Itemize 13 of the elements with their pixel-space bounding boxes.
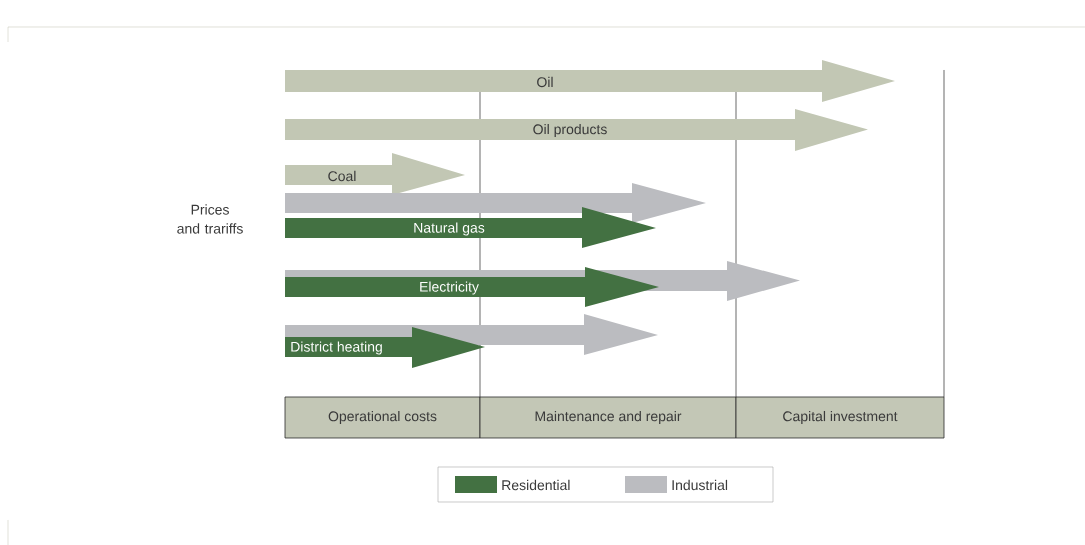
table-cell: Operational costs: [284, 396, 481, 439]
table-cell: Maintenance and repair: [479, 396, 737, 439]
arrow-band: Coal: [285, 153, 465, 195]
legend-label: Industrial: [672, 479, 728, 491]
arrow-band: Oil: [285, 60, 895, 102]
arrow-band: Natural gas: [285, 207, 656, 248]
arrow-band: Oil products: [285, 109, 868, 151]
arrow-band: [285, 183, 706, 223]
table-cell: Capital investment: [735, 396, 945, 439]
arrow-band: District heating: [285, 327, 485, 368]
side-label: Prices and trariffs: [177, 204, 243, 234]
arrow-band: Electricity: [285, 267, 659, 307]
legend-label: Residential: [502, 479, 570, 491]
